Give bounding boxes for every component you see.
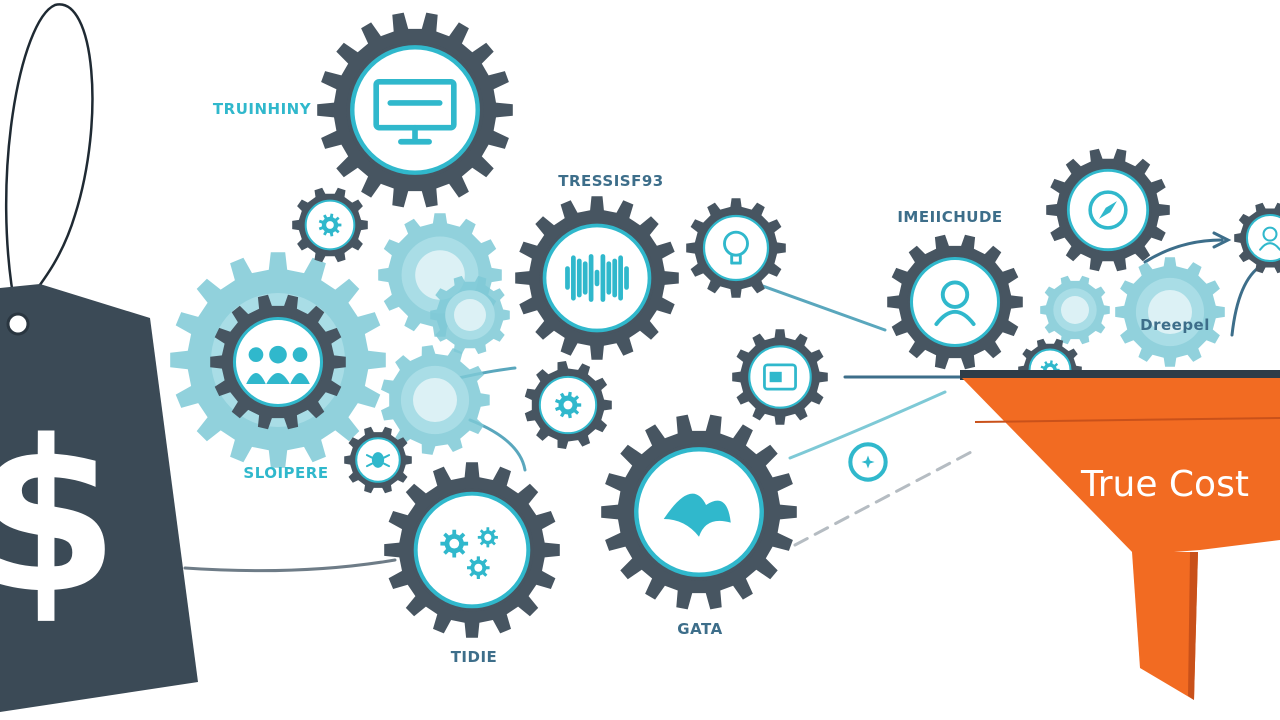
connector-line [758, 283, 887, 332]
gear-g7 [524, 361, 612, 449]
gear-g4 [686, 198, 786, 298]
diagram-labels: TRUINHINY TRESSISF93 IMEIICHUDE SLOIPERE… [213, 100, 1210, 666]
handshake-icon [663, 493, 731, 537]
label-sloipere: SLOIPERE [243, 464, 328, 482]
star-icon [861, 455, 875, 469]
funnel-rim [960, 370, 1280, 380]
connector-line [788, 390, 947, 460]
gear-g12 [1046, 148, 1170, 272]
dollar-icon: $ [0, 395, 119, 640]
funnel-spout [1132, 552, 1198, 700]
light-gear-icon [381, 345, 490, 455]
label-tidie: TIDIE [451, 648, 498, 666]
chart-icon [763, 363, 797, 391]
gear-g3 [515, 196, 679, 360]
label-truinhiny: TRUINHINY [213, 100, 312, 118]
funnel-band [974, 417, 1280, 423]
light-gear-icon [1115, 257, 1225, 367]
arrow-icon [1212, 231, 1232, 249]
user-icon [934, 280, 976, 326]
label-dreepel: Dreepel [1140, 316, 1210, 334]
gear-g1 [317, 12, 513, 208]
gear-g10 [601, 414, 797, 610]
label-imeiichude: IMEIICHUDE [897, 208, 1002, 226]
gear-g14 [842, 436, 894, 488]
compass-icon [1088, 190, 1128, 230]
gear-icon [318, 213, 342, 237]
tag-hole [6, 312, 30, 336]
face-icon [1259, 226, 1280, 251]
settings-icon [555, 391, 582, 419]
gear-g8 [344, 426, 412, 494]
cogs-icon [440, 527, 498, 579]
connector-line [1143, 238, 1224, 264]
connector-line [1230, 263, 1264, 337]
funnel: True Cost [960, 370, 1280, 700]
light-gear-icon [1040, 275, 1110, 345]
tag-string [4, 3, 94, 313]
gear-g11 [887, 234, 1023, 370]
dark-gear-cluster [210, 12, 1280, 638]
connector-lines [183, 231, 1264, 573]
gear-g5 [210, 294, 346, 430]
gear-g2 [292, 187, 368, 263]
light-gear-icon [430, 275, 510, 355]
bug-icon [365, 452, 391, 468]
label-gata: GATA [677, 620, 722, 638]
label-tressisf93: TRESSISF93 [558, 172, 663, 190]
tag-body [0, 284, 198, 712]
funnel-body [962, 378, 1280, 555]
connector-line [793, 448, 977, 547]
funnel-label: True Cost [1080, 464, 1249, 505]
connector-line [183, 558, 397, 573]
lightbulb-icon [723, 230, 749, 265]
team-icon [246, 345, 310, 385]
monitor-icon [373, 78, 457, 145]
price-tag: $ [0, 3, 198, 712]
gear-g6 [732, 329, 828, 425]
gear-g9 [384, 462, 560, 638]
sound-wave-icon [565, 254, 629, 302]
funnel-spout-edge [1188, 552, 1198, 700]
gear-g15 [1234, 202, 1280, 274]
